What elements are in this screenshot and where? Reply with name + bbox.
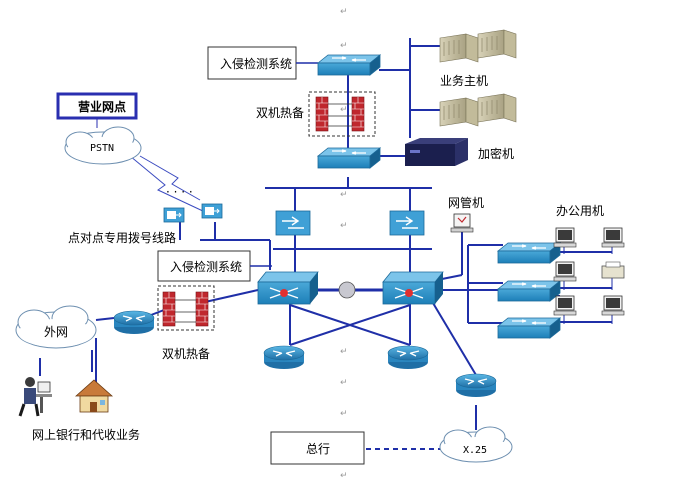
dial-line [139, 155, 201, 201]
paragraph-mark: ↵ [340, 347, 348, 357]
hub-icon [338, 281, 356, 299]
firewall-icon [195, 291, 209, 327]
ids-top-label: 入侵检测系统 [220, 56, 292, 71]
printer-icon [601, 261, 625, 279]
dual-hot-standby-left: 双机热备 [157, 285, 215, 361]
dual-hot-left-label: 双机热备 [162, 347, 210, 361]
paragraph-mark: ↵ [340, 7, 348, 17]
switch-icon [317, 147, 381, 169]
paragraph-mark: ↵ [340, 41, 348, 51]
dotted-separator: · · · · [166, 185, 193, 199]
access-switch-left [275, 210, 311, 236]
user-icon [18, 377, 52, 417]
modem-icon [163, 207, 185, 223]
encryptor-label: 加密机 [478, 146, 514, 161]
pc-icon [553, 295, 577, 316]
branch: 营业网点 [56, 92, 138, 128]
server-icon [439, 33, 479, 63]
switch-icon [497, 242, 561, 264]
paragraph-mark: ↵ [340, 409, 348, 419]
house-icon [74, 379, 114, 413]
core-switch-right [382, 271, 444, 305]
server-icon [477, 93, 517, 123]
switch-icon [497, 280, 561, 302]
dial-line [117, 145, 206, 213]
router-icon [113, 310, 155, 335]
access-switch-right [389, 210, 425, 236]
ids-top: 入侵检测系统 [207, 46, 318, 80]
paragraph-mark: ↵ [340, 105, 348, 115]
pc-icon [601, 227, 625, 248]
p2p-dial-label: 点对点专用拨号线路 [68, 230, 176, 245]
router-icon [263, 345, 305, 370]
pc-icon [553, 227, 577, 248]
firewall-icon [315, 96, 329, 132]
core-switch-left [257, 271, 319, 305]
encryptor-icon [405, 138, 468, 166]
hq-label: 总行 [306, 442, 330, 456]
server-icon [439, 97, 479, 127]
cloud-icon: 外网 [15, 305, 97, 349]
dual-hot-top-label: 双机热备 [256, 106, 304, 120]
office-label: 办公用机 [556, 203, 604, 218]
switch-icon [497, 317, 561, 339]
nms: 网管机 [448, 195, 484, 233]
paragraph-mark: ↵ [340, 471, 348, 479]
cloud-icon: PSTN [64, 126, 142, 165]
router-icon [387, 345, 429, 370]
dual-hot-standby-top: 双机热备 [256, 91, 376, 137]
modem-icon [201, 203, 223, 219]
paragraph-mark: ↵ [340, 378, 348, 388]
ids-mid-label: 入侵检测系统 [170, 259, 242, 274]
cloud-icon: X.25 [439, 426, 513, 463]
branch-label: 营业网点 [78, 99, 126, 114]
ebank-label: 网上银行和代收业务 [32, 427, 140, 442]
pc-icon [601, 295, 625, 316]
router-icon [455, 373, 497, 398]
ids-mid: 入侵检测系统 [157, 250, 272, 282]
switch-icon [317, 54, 381, 76]
business-host-label: 业务主机 [440, 73, 488, 88]
hq: 总行 [270, 431, 365, 465]
firewall-icon [162, 291, 176, 327]
firewall-icon [351, 96, 365, 132]
paragraph-mark: ↵ [340, 221, 348, 231]
nms-label: 网管机 [448, 195, 484, 210]
server-icon [477, 29, 517, 59]
extranet-label: 外网 [44, 325, 68, 339]
paragraph-mark: ↵ [340, 190, 348, 200]
pc-icon [553, 261, 577, 282]
paragraph-marks: ↵ ↵ ↵ ↵ ↵ ↵ ↵ ↵ ↵ [340, 7, 348, 479]
x25-label: X.25 [463, 445, 487, 456]
pstn-label: PSTN [90, 143, 114, 154]
